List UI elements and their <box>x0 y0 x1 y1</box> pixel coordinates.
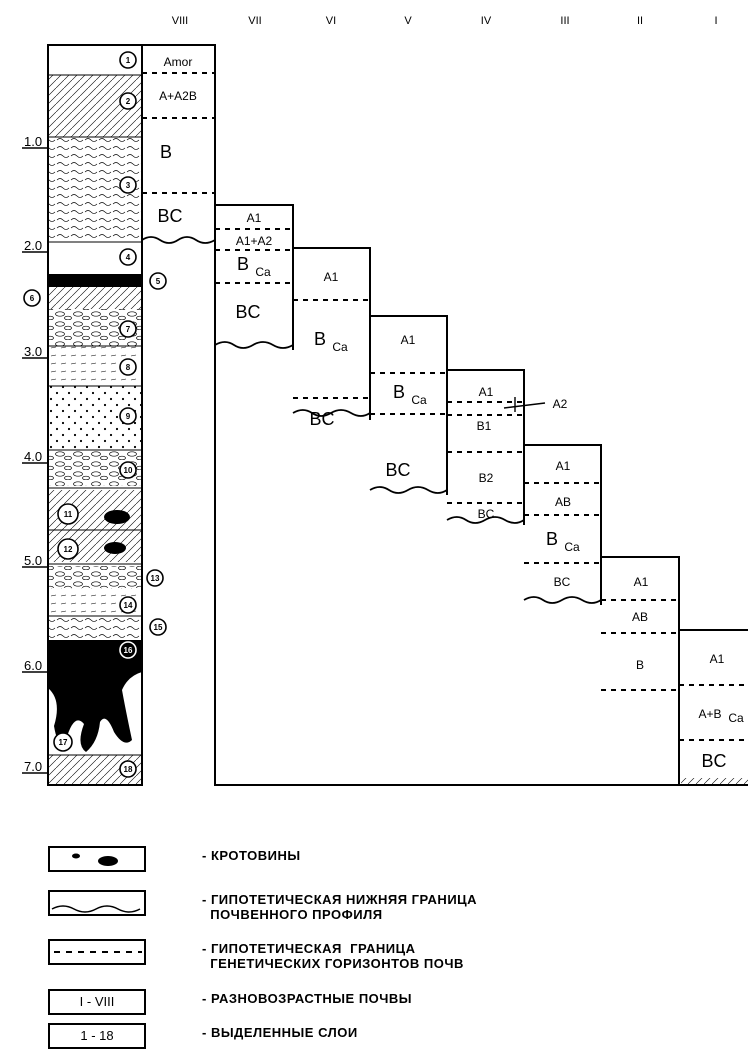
legend-code: 1 - 18 <box>50 1028 144 1043</box>
horizon-label: AB <box>632 610 648 624</box>
layer-number: 14 <box>124 601 133 610</box>
layer-number: 18 <box>124 765 133 774</box>
horizon-label: BC <box>235 302 260 322</box>
column-header-i: I <box>714 15 717 27</box>
column-headers: VIII VII VI V IV III II I <box>172 15 718 27</box>
horizon-label: B <box>546 529 558 549</box>
layer-number: 11 <box>64 510 73 519</box>
column-header-iv: IV <box>481 15 492 27</box>
horizon-label: B <box>314 329 326 349</box>
profile-lower-boundaries <box>142 237 601 603</box>
horizon-label: BC <box>554 575 571 589</box>
horizon-label: A+A2B <box>159 89 197 103</box>
soil-profile-diagram: VIII VII VI V IV III II I 1.0 2.0 3.0 4.… <box>0 0 748 790</box>
horizon-label: A2 <box>553 397 568 411</box>
horizon-labels: Amor A+A2B B BC A1 A1+A2 B Ca BC A1 B Ca… <box>157 55 744 771</box>
horizon-subscript: Ca <box>728 711 744 725</box>
legend-label: - ГИПОТЕТИЧЕСКАЯ ГРАНИЦА ГЕНЕТИЧЕСКИХ ГО… <box>202 941 464 971</box>
horizon-label: A+B <box>698 707 721 721</box>
horizon-label: Amor <box>164 55 193 69</box>
krotovina-mark <box>104 510 130 524</box>
depth-label: 7.0 <box>24 759 42 774</box>
depth-labels: 1.0 2.0 3.0 4.0 5.0 6.0 7.0 <box>24 134 42 774</box>
horizon-subscript: Ca <box>332 340 348 354</box>
layer-number: 2 <box>126 97 131 106</box>
horizon-label: B <box>636 658 644 672</box>
layer-number: 16 <box>124 646 133 655</box>
layer-number: 5 <box>156 277 161 286</box>
depth-label: 2.0 <box>24 238 42 253</box>
depth-label: 1.0 <box>24 134 42 149</box>
horizon-label: AB <box>555 495 571 509</box>
layer-number: 6 <box>30 294 35 303</box>
layer-number: 10 <box>124 466 133 475</box>
horizon-subscript: Ca <box>255 265 271 279</box>
horizon-boundaries <box>142 73 748 740</box>
layer-number: 12 <box>64 545 73 554</box>
legend-swatch-krotoviny <box>48 846 146 872</box>
horizon-label: BC <box>385 460 410 480</box>
krotovina-mark <box>104 542 126 554</box>
layer-number: 13 <box>151 574 160 583</box>
depth-label: 3.0 <box>24 344 42 359</box>
horizon-label: A1+A2 <box>236 234 273 248</box>
legend-code: I - VIII <box>50 994 144 1009</box>
horizon-label: B <box>393 382 405 402</box>
legend-label: - ВЫДЕЛЕННЫЕ СЛОИ <box>202 1025 358 1040</box>
legend-swatch-horizon-boundary <box>48 939 146 965</box>
column-header-v: V <box>404 15 412 27</box>
horizon-label: BC <box>157 206 182 226</box>
horizon-label: B1 <box>477 419 492 433</box>
horizon-label: B2 <box>479 471 494 485</box>
column-header-iii: III <box>560 15 569 27</box>
column-header-vi: VI <box>326 15 336 27</box>
horizon-label: A1 <box>247 211 262 225</box>
layer-number: 8 <box>126 363 131 372</box>
horizon-subscript: Ca <box>411 393 427 407</box>
legend-label: - ГИПОТЕТИЧЕСКАЯ НИЖНЯЯ ГРАНИЦА ПОЧВЕННО… <box>202 892 477 922</box>
horizon-label: BC <box>309 409 334 429</box>
legend-swatch-soil-ages: I - VIII <box>48 989 146 1015</box>
layer-number: 7 <box>126 325 131 334</box>
horizon-label: A1 <box>634 575 649 589</box>
column-header-ii: II <box>637 15 643 27</box>
profile-vii-outline <box>215 205 293 350</box>
horizon-label: BC <box>701 751 726 771</box>
column-header-vii: VII <box>248 15 261 27</box>
layer-number: 17 <box>59 738 68 747</box>
horizon-label: A1 <box>401 333 416 347</box>
horizon-label: A1 <box>556 459 571 473</box>
layer-number: 15 <box>154 623 163 632</box>
horizon-label: A1 <box>479 385 494 399</box>
column-header-viii: VIII <box>172 15 189 27</box>
legend-label: - РАЗНОВОЗРАСТНЫЕ ПОЧВЫ <box>202 991 412 1006</box>
horizon-subscript: Ca <box>564 540 580 554</box>
layer-number: 1 <box>126 56 131 65</box>
legend-swatch-layers: 1 - 18 <box>48 1023 146 1049</box>
horizon-label: BC <box>478 507 495 521</box>
legend-swatch-lower-boundary <box>48 890 146 916</box>
horizon-label: A1 <box>710 652 725 666</box>
horizon-label: B <box>237 254 249 274</box>
layer-number: 9 <box>126 412 131 421</box>
horizon-label: B <box>160 142 172 162</box>
depth-label: 5.0 <box>24 553 42 568</box>
depth-label: 4.0 <box>24 449 42 464</box>
legend-label: - КРОТОВИНЫ <box>202 848 301 863</box>
layer-number: 3 <box>126 181 131 190</box>
layer-number: 4 <box>126 253 131 262</box>
depth-label: 6.0 <box>24 658 42 673</box>
horizon-label: A1 <box>324 270 339 284</box>
